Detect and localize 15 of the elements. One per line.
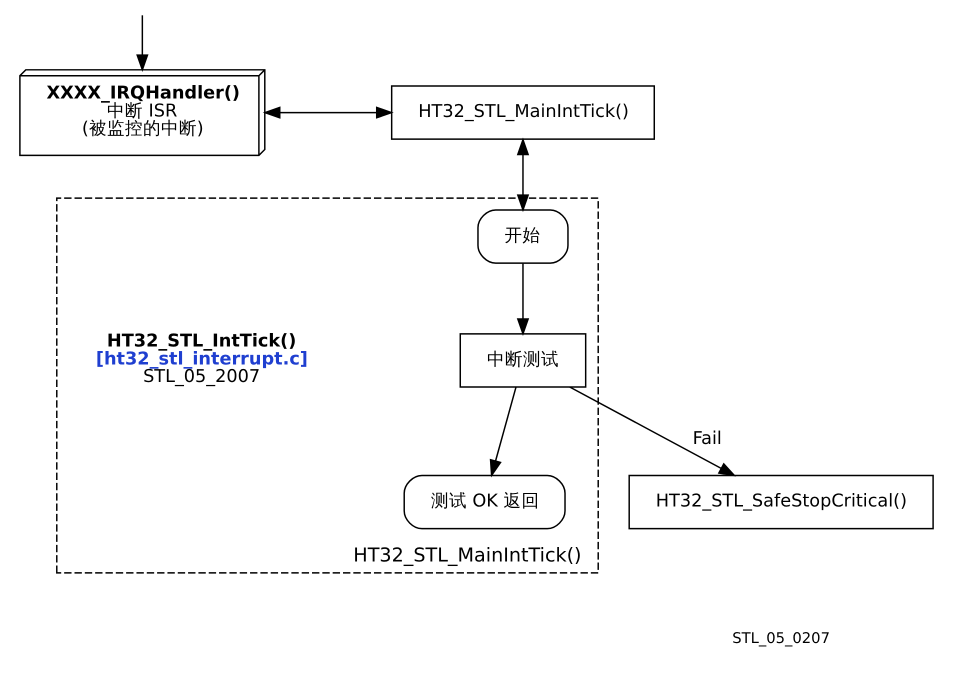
arrow <box>490 387 517 478</box>
node-box: HT32_STL_MainIntTick() <box>390 85 655 140</box>
node-box: 测试 OK 返回 <box>403 474 566 530</box>
label: STL_05_0207 <box>732 630 830 647</box>
arrow <box>136 15 149 72</box>
arrow <box>262 106 394 119</box>
arrow <box>569 386 736 476</box>
node-box: 开始 <box>477 209 569 264</box>
arrow <box>516 138 530 212</box>
node-label: HT32_STL_IntTick() <box>106 332 296 352</box>
arrow <box>516 264 530 336</box>
node-box: HT32_STL_SafeStopCritical() <box>628 474 934 530</box>
node-box: 中断测试 <box>460 333 586 388</box>
edge-label: Fail <box>692 428 722 449</box>
node-label: STL_05_2007 <box>143 366 260 387</box>
